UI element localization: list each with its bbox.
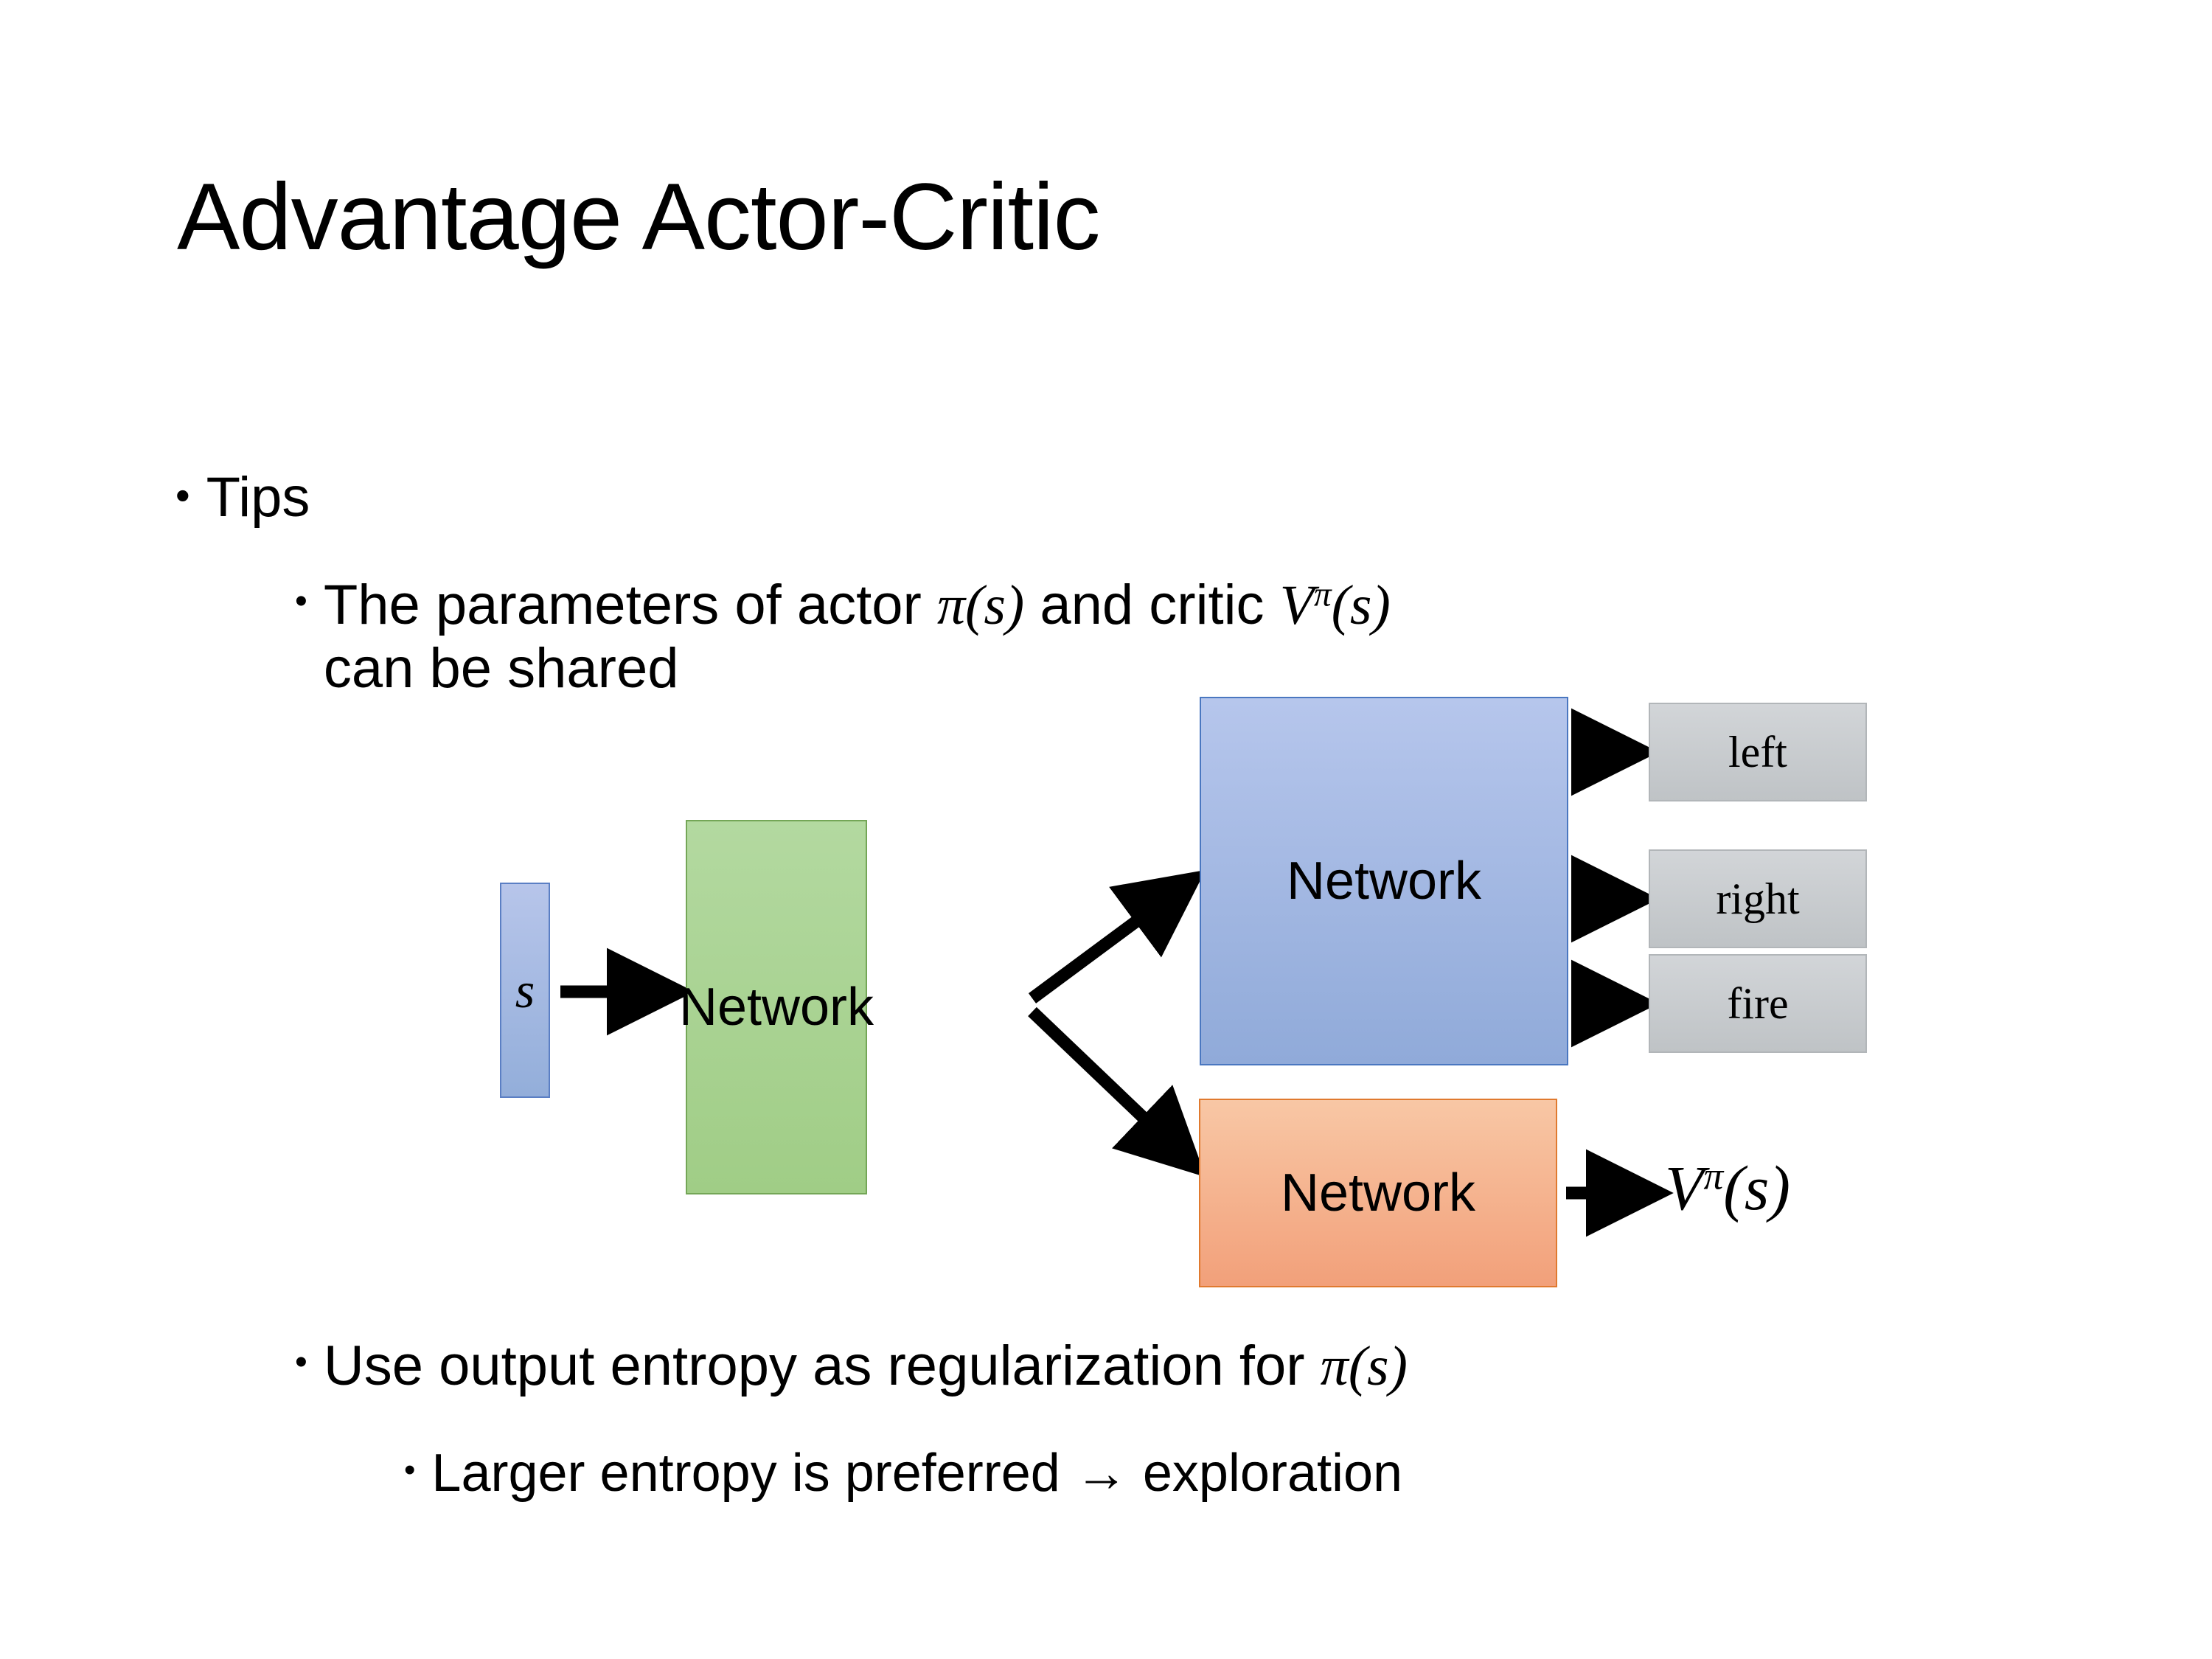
arrow-shared-to-actor	[1028, 869, 1206, 1004]
action-label-fire: fire	[1727, 979, 1789, 1028]
math-v-pi-s: Vπ(s)	[1280, 574, 1391, 636]
math-v-base: V	[1279, 574, 1315, 636]
critic-network-label: Network	[1280, 1164, 1476, 1222]
bullet-tips-label: Tips	[206, 466, 310, 529]
action-label-left: left	[1728, 728, 1787, 776]
critic-output-arg: (s)	[1723, 1152, 1791, 1223]
critic-network-box: Network	[1199, 1099, 1557, 1287]
critic-output-superscript-pi: π	[1703, 1153, 1724, 1198]
action-label-right: right	[1716, 874, 1800, 923]
text-parameters-of-actor: The parameters of actor	[323, 574, 937, 636]
bullet-marker-icon: •	[404, 1452, 416, 1488]
state-label: s	[515, 962, 535, 1018]
actor-network-box: Network	[1200, 697, 1568, 1065]
action-box-fire: fire	[1649, 954, 1867, 1053]
bullet-marker-icon: •	[295, 582, 307, 621]
critic-output-base: V	[1665, 1152, 1704, 1223]
critic-output-value: Vπ(s)	[1665, 1156, 1790, 1220]
math-v-superscript-pi: π	[1314, 575, 1332, 614]
bullet-shared-parameters-label: The parameters of actor π(s) and critic …	[324, 574, 2020, 700]
bullet-larger-entropy: • Larger entropy is preferred → explorat…	[404, 1444, 1402, 1503]
text-can-be-shared: can be shared	[323, 637, 679, 700]
bullet-marker-icon: •	[295, 1343, 307, 1382]
bullet-shared-parameters: • The parameters of actor π(s) and criti…	[295, 574, 2020, 700]
math-pi-s-entropy: π(s)	[1320, 1335, 1408, 1397]
math-pi-s: π(s)	[936, 574, 1025, 636]
state-input-box: s	[500, 883, 550, 1098]
shared-network-label: Network	[678, 978, 874, 1037]
bullet-marker-icon: •	[175, 472, 190, 518]
bullet-entropy-label: Use output entropy as regularization for…	[324, 1335, 1408, 1398]
shared-network-box: Network	[679, 820, 874, 1194]
text-use-output-entropy: Use output entropy as regularization for	[323, 1335, 1321, 1397]
arrow-shared-to-critic	[1028, 1006, 1206, 1178]
bullet-tips: • Tips	[175, 466, 310, 529]
bullet-larger-entropy-label: Larger entropy is preferred → exploratio…	[431, 1444, 1403, 1503]
bullet-entropy-regularization: • Use output entropy as regularization f…	[295, 1335, 1408, 1398]
actor-network-label: Network	[1286, 852, 1482, 911]
action-box-left: left	[1649, 703, 1867, 801]
math-v-arg: (s)	[1331, 574, 1391, 636]
action-box-right: right	[1649, 849, 1867, 948]
page-title: Advantage Actor-Critic	[177, 164, 1100, 270]
text-and-critic: and critic	[1024, 574, 1280, 636]
